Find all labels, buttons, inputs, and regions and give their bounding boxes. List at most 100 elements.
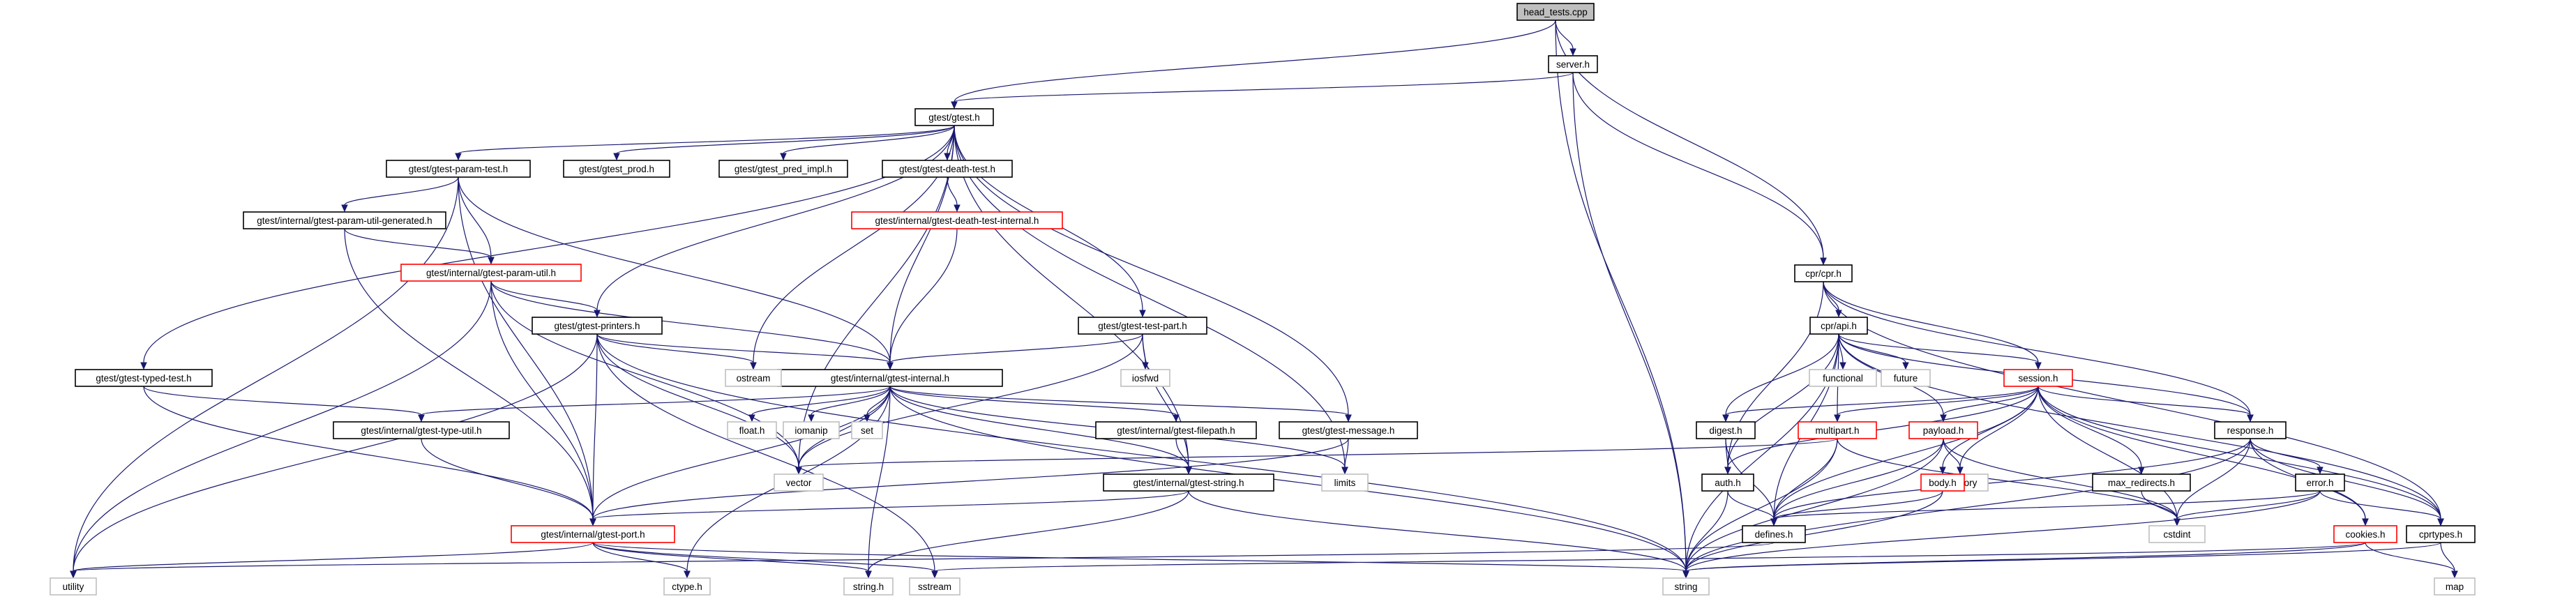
edge-filepath-to-gstring [1175, 438, 1192, 475]
edge-gstring-to-string_h [865, 490, 1189, 579]
node-string_h[interactable]: string.h [843, 577, 894, 596]
edge-defines-to-utility [70, 542, 1775, 579]
node-internal[interactable]: gtest/internal/gtest-internal.h [777, 369, 1003, 387]
node-type_util[interactable]: gtest/internal/gtest-type-util.h [333, 421, 510, 439]
node-death_test[interactable]: gtest/gtest-death-test.h [882, 160, 1013, 178]
node-limits[interactable]: limits [1321, 473, 1369, 492]
node-head_tests[interactable]: head_tests.cpp [1516, 3, 1595, 21]
node-param_test[interactable]: gtest/gtest-param-test.h [386, 160, 531, 178]
node-vector[interactable]: vector [774, 473, 824, 492]
node-set[interactable]: set [851, 421, 883, 439]
node-label: gtest/internal/gtest-internal.h [831, 373, 949, 384]
edge-server-to-cpr [1572, 72, 1827, 266]
edge-gtest-to-vector [795, 125, 955, 475]
edge-gtest-to-pred_impl [780, 125, 955, 161]
node-iomanip[interactable]: iomanip [783, 421, 840, 439]
node-sstream[interactable]: sstream [909, 577, 961, 596]
node-gtest[interactable]: gtest/gtest.h [914, 108, 994, 126]
edge-session-to-digest [1722, 386, 2039, 423]
edge-gstring-to-port [589, 490, 1189, 526]
node-label: head_tests.cpp [1523, 7, 1588, 17]
node-error[interactable]: error.h [2295, 473, 2345, 492]
edges-layer [70, 20, 2458, 579]
node-max_redirects[interactable]: max_redirects.h [2092, 473, 2191, 492]
node-label: gtest/gtest_prod.h [579, 164, 654, 174]
node-label: map [2446, 582, 2464, 592]
node-label: gtest/gtest_pred_impl.h [735, 164, 832, 174]
edge-api-to-auth [1724, 333, 1839, 475]
node-label: gtest/internal/gtest-param-util.h [426, 268, 556, 278]
node-string[interactable]: string [1662, 577, 1710, 596]
node-param_util[interactable]: gtest/internal/gtest-param-util.h [400, 264, 582, 282]
node-label: gtest/internal/gtest-param-util-generate… [257, 215, 432, 226]
node-label: string [1674, 582, 1697, 592]
edge-server-to-gtest [951, 72, 1574, 109]
node-typed_test[interactable]: gtest/gtest-typed-test.h [75, 369, 213, 387]
node-label: multipart.h [1815, 425, 1859, 436]
node-label: ctype.h [672, 582, 702, 592]
node-port[interactable]: gtest/internal/gtest-port.h [511, 525, 675, 543]
node-api[interactable]: cpr/api.h [1809, 317, 1868, 335]
edge-response-to-cprtypes [2250, 438, 2444, 526]
edge-internal-to-string [889, 386, 1689, 579]
nodes-layer: head_tests.cpp server.h gtest/gtest.h gtest… [50, 3, 2476, 596]
node-label: gtest/gtest-test-part.h [1098, 321, 1187, 331]
node-float[interactable]: float.h [727, 421, 777, 439]
node-label: body.h [1929, 478, 1957, 488]
node-ostream[interactable]: ostream [725, 369, 782, 387]
node-ctype[interactable]: ctype.h [663, 577, 711, 596]
node-label: string.h [853, 582, 884, 592]
node-label: future [1894, 373, 1918, 384]
node-label: utility [63, 582, 84, 592]
node-server[interactable]: server.h [1548, 55, 1598, 73]
node-label: cstdint [2163, 529, 2190, 540]
edge-payload-to-string [1682, 438, 1944, 579]
node-body[interactable]: body.h [1920, 473, 1965, 492]
node-auth[interactable]: auth.h [1701, 473, 1754, 492]
edge-port-to-ctype [592, 542, 691, 579]
node-label: vector [786, 478, 812, 488]
edge-cpr-to-response [1823, 281, 2254, 423]
node-test_part[interactable]: gtest/gtest-test-part.h [1078, 317, 1207, 335]
node-param_gen[interactable]: gtest/internal/gtest-param-util-generate… [243, 211, 446, 229]
node-filepath[interactable]: gtest/internal/gtest-filepath.h [1095, 421, 1257, 439]
edge-printers-to-internal [596, 333, 894, 370]
node-gstring[interactable]: gtest/internal/gtest-string.h [1103, 473, 1274, 492]
node-cprtypes[interactable]: cprtypes.h [2406, 525, 2476, 543]
edge-gtest-to-gtest_prod [613, 125, 955, 161]
edge-gstring-to-string [1188, 490, 1689, 579]
node-iosfwd[interactable]: iosfwd [1120, 369, 1170, 387]
node-death_internal[interactable]: gtest/internal/gtest-death-test-internal… [851, 211, 1063, 229]
edge-type_util-to-port [421, 438, 596, 526]
node-label: gtest/gtest-printers.h [554, 321, 640, 331]
node-label: gtest/internal/gtest-port.h [541, 529, 645, 540]
node-label: limits [1334, 478, 1356, 488]
node-gtest_prod[interactable]: gtest/gtest_prod.h [563, 160, 670, 178]
node-session[interactable]: session.h [2003, 369, 2073, 387]
edge-server-to-string [1572, 72, 1689, 579]
edge-session-to-response [2038, 386, 2254, 423]
node-functional[interactable]: functional [1809, 369, 1877, 387]
node-multipart[interactable]: multipart.h [1798, 421, 1877, 439]
edge-printers-to-ostream [596, 333, 757, 370]
node-digest[interactable]: digest.h [1696, 421, 1756, 439]
node-label: iosfwd [1132, 373, 1159, 384]
node-pred_impl[interactable]: gtest/gtest_pred_impl.h [718, 160, 848, 178]
edge-death_internal-to-internal [887, 228, 958, 370]
node-future[interactable]: future [1881, 369, 1931, 387]
node-payload[interactable]: payload.h [1908, 421, 1978, 439]
node-cookies[interactable]: cookies.h [2333, 525, 2397, 543]
node-map[interactable]: map [2434, 577, 2476, 596]
node-printers[interactable]: gtest/gtest-printers.h [532, 317, 663, 335]
node-response[interactable]: response.h [2214, 421, 2287, 439]
node-label: error.h [2306, 478, 2333, 488]
node-defines[interactable]: defines.h [1742, 525, 1806, 543]
node-label: session.h [2018, 373, 2058, 384]
node-message[interactable]: gtest/gtest-message.h [1279, 421, 1418, 439]
node-cstdint[interactable]: cstdint [2148, 525, 2206, 543]
edge-internal-to-float [748, 386, 891, 423]
edge-port-to-string [592, 542, 1689, 579]
node-cpr[interactable]: cpr/cpr.h [1794, 264, 1853, 282]
node-utility[interactable]: utility [50, 577, 97, 596]
